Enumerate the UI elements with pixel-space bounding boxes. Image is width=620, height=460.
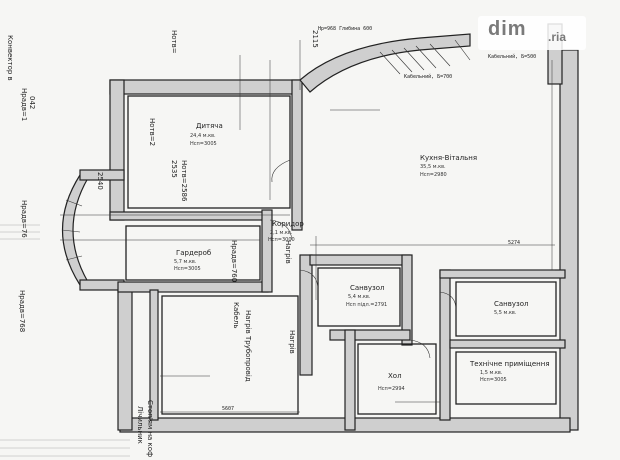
room-living-height: Нсп=3005 [190,141,217,147]
note-vertical-3: Нагрів [288,330,296,354]
note-e: 2115 [311,30,319,48]
note-vertical-4: Нагрів [284,240,292,264]
dimension-lines [60,40,555,413]
room-bath2-name: Санвузол [494,300,529,308]
room-tech-height: Нсп=3005 [480,377,507,383]
note-left-1: Нрадв=76 [20,200,28,238]
wall-wardrobe-bottom [117,281,269,293]
note-bottom-2: Лічильник [136,406,144,444]
room-hall-name: Хол [388,372,402,380]
room-corridor-name: Коридор [272,220,304,228]
room-living-area: 24,4 м.кв. [190,133,216,139]
room-tech-name: Технічне приміщення [469,360,550,368]
room-kitchen-name: Кухня-Вітальня [420,154,477,162]
note-dim-width: 5274 [508,240,520,246]
living-outline [127,95,291,209]
note-left-2: Нрадв=768 [18,290,26,332]
note-vertical-2: Нагрів Трубопровід [244,310,252,382]
room-lower-outline [161,295,299,415]
note-radiator: Нрадв=760 [230,240,238,282]
wall-left-upper [109,79,125,221]
inner-walls [117,209,566,431]
room-bath2-area: 5,5 м.кв. [494,310,517,316]
bath1-outline [317,267,401,327]
wall-bath2-bottom [449,339,566,349]
room-bath1-area: 5,4 м.кв. [348,294,371,300]
wall-right [559,49,579,431]
wall-top-left [109,79,301,95]
room-corridor-area: 2,1 м.кв. [270,230,293,236]
room-living-name: Дитяча [196,122,223,130]
room-tech-area: 1,5 м.кв. [480,370,503,376]
room-labels: Дитяча 24,4 м.кв. Нсп=3005 Кухня-Вітальн… [174,122,550,392]
room-corridor-height: Нсп=3000 [268,237,295,243]
room-kitchen-area: 35,5 м.кв. [420,164,446,170]
wall-bath1-bottom [329,329,411,341]
room-bath1-name: Санвузол [350,284,385,292]
note-a: Нотв=2 [148,118,156,146]
room-wardrobe-height: Нсп=3005 [174,266,201,272]
note-bottom: Стоп'ям на коф [146,400,154,457]
note-d: 2540 [96,172,104,190]
watermark-suffix: .ria [548,30,567,44]
room-outlines [125,95,557,415]
small-notes: Кабельний, Б=500 Кабельний, Б=700 Hр=968… [222,25,536,412]
note-window-top2: Кабельний, Б=700 [404,73,452,80]
note-top-left-2: Нрадв=1 [20,88,28,121]
note-dim-top: Hр=968 Глибина 600 [318,25,372,32]
room-wardrobe-area: 5,7 м.кв. [174,259,197,265]
wall-corridor-right [299,254,313,376]
note-window-top: Кабельний, Б=500 [488,53,536,60]
wall-wardrobe-right [261,209,273,293]
note-dim-bottom: 5607 [222,406,234,412]
room-bath1-height: Нсп підл.=2791 [346,302,387,308]
wall-living-bottom [109,211,271,221]
wall-bath1-top [309,254,411,266]
hall-outline [357,343,437,415]
watermark-brand: dim [488,18,527,40]
sheet-lines [0,224,130,457]
wardrobe-outline [125,225,261,281]
note-vertical-1: Кабель [232,302,240,328]
wall-hall-left-inner [149,289,159,421]
note-top-left-1: Конвектор в [6,35,14,81]
room-kitchen-height: Нсп=2980 [420,172,447,178]
note-f: Нотв= [170,30,178,54]
wall-living-kitchen [291,79,303,231]
vertical-notes: Конвектор в Нрадв=1 042 Нрадв=76 Нрадв=7… [6,30,319,457]
watermark-box [478,16,586,50]
room-hall-height: Нсп=2994 [378,386,405,392]
wall-curve-top [299,33,471,93]
window-hatch [61,39,471,261]
note-b: Нотв=2586 [180,160,188,202]
note-c: 2535 [170,160,178,178]
wall-bath1-right [401,254,413,346]
wall-hall-left [344,329,356,431]
wall-bay-top [79,169,125,181]
room-wardrobe-name: Гардероб [176,249,211,257]
door-swings [269,159,457,359]
wall-left-lower [117,289,133,431]
tech-outline [455,351,557,405]
wall-bath2-top [439,269,566,279]
note-top-left-3: 042 [28,96,36,109]
